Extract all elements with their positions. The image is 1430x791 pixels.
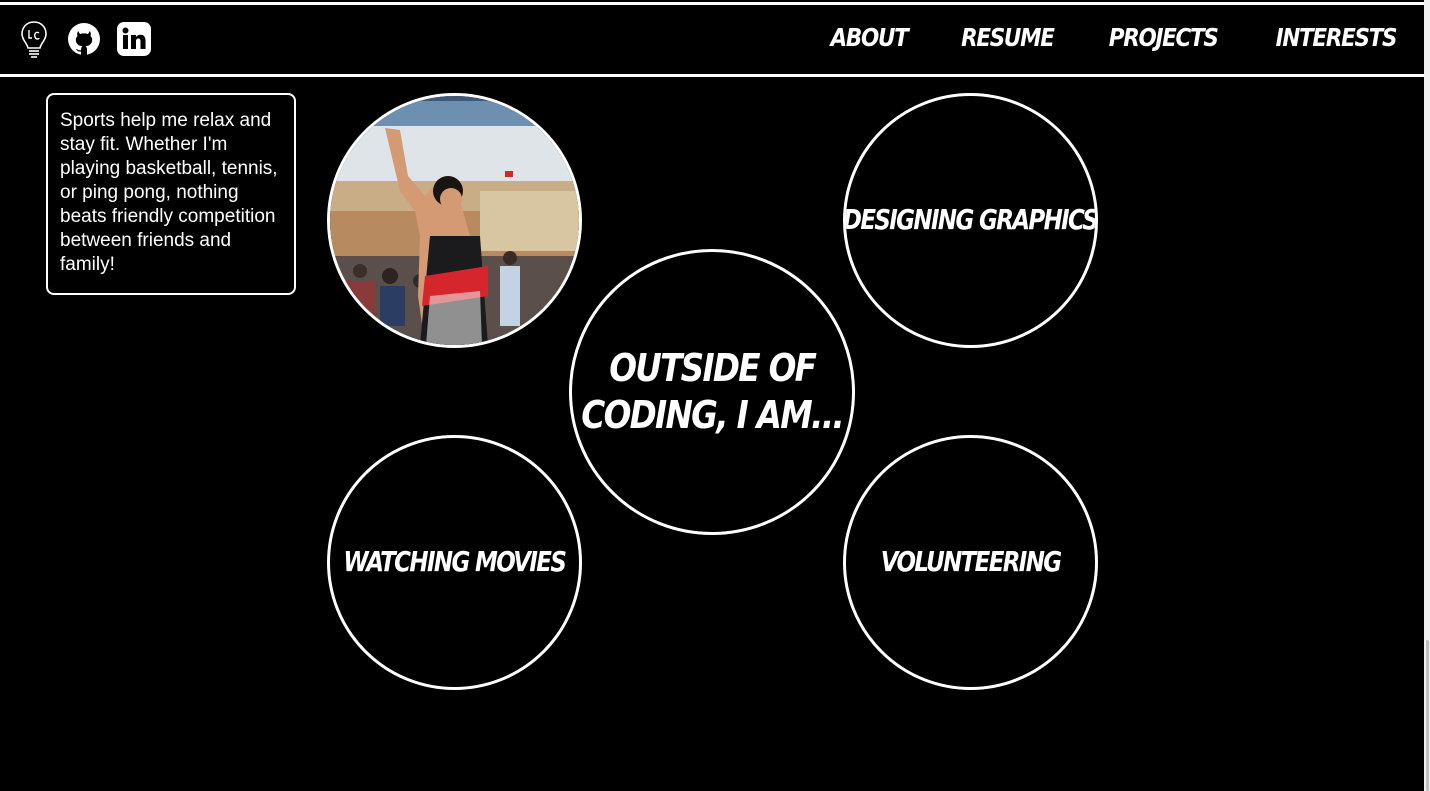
- github-icon[interactable]: [67, 22, 101, 56]
- basketball-player-photo: [330, 96, 579, 345]
- center-heading-line2: CODING, I AM...: [581, 393, 845, 437]
- interest-watching-movies-circle[interactable]: WATCHING MOVIES: [327, 435, 582, 690]
- center-heading-line1: OUTSIDE OF: [608, 345, 817, 390]
- center-heading-circle: OUTSIDE OF CODING, I AM...: [569, 249, 855, 535]
- navbar-divider: [0, 74, 1424, 77]
- nav-interests-link[interactable]: INTERESTS: [1275, 23, 1397, 52]
- interest-volunteering-label: VOLUNTEERING: [880, 545, 1062, 579]
- top-border: [0, 2, 1424, 5]
- scrollbar-thumb[interactable]: [1426, 640, 1429, 791]
- center-heading: OUTSIDE OF CODING, I AM...: [581, 345, 845, 440]
- interest-volunteering-circle[interactable]: VOLUNTEERING: [843, 435, 1098, 690]
- scrollbar-track[interactable]: [1424, 0, 1430, 791]
- nav-resume-link[interactable]: RESUME: [960, 23, 1055, 52]
- interest-designing-graphics-circle[interactable]: DESIGNING GRAPHICS: [843, 93, 1098, 348]
- navbar: ABOUT RESUME PROJECTS INTERESTS: [0, 5, 1424, 75]
- lightbulb-logo-icon[interactable]: [20, 20, 48, 60]
- nav-projects-link[interactable]: PROJECTS: [1108, 23, 1219, 52]
- linkedin-icon[interactable]: [117, 22, 151, 56]
- interest-designing-graphics-label: DESIGNING GRAPHICS: [843, 203, 1098, 237]
- nav-about-link[interactable]: ABOUT: [830, 23, 909, 52]
- interest-watching-movies-label: WATCHING MOVIES: [343, 545, 568, 579]
- nav-links: ABOUT RESUME PROJECTS INTERESTS: [818, 23, 1398, 52]
- interest-description-box: Sports help me relax and stay fit. Wheth…: [46, 93, 296, 295]
- interest-sports-circle[interactable]: [327, 93, 582, 348]
- interest-description-text: Sports help me relax and stay fit. Wheth…: [60, 110, 278, 275]
